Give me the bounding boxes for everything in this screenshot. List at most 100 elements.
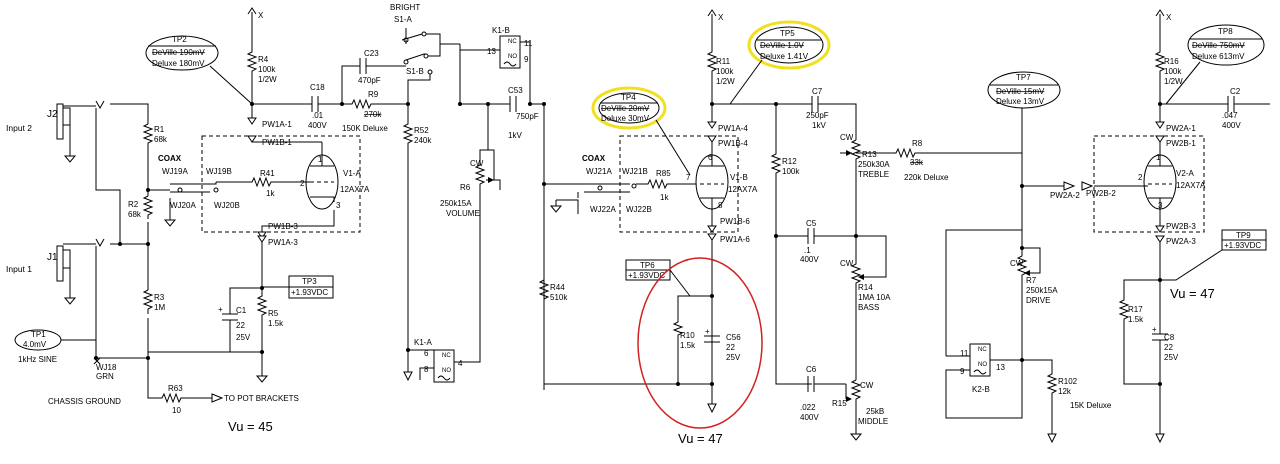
r63-name: R63 <box>168 384 183 393</box>
r14-cw: CW <box>840 259 854 268</box>
resistor-r85 <box>636 178 696 190</box>
r5-name: R5 <box>268 309 279 318</box>
c5-value: .1 <box>804 246 811 255</box>
volume-pot-r6[interactable]: CW <box>460 103 495 356</box>
c56-volt: 25V <box>726 353 741 362</box>
c2-value: .047 <box>1222 111 1238 120</box>
c1-value: 22 <box>236 321 245 330</box>
r11-value: 100k <box>716 67 734 76</box>
c18-value: .01 <box>312 111 324 120</box>
c6-name: C6 <box>806 365 817 374</box>
chassis-ground-label: CHASSIS GROUND <box>48 397 121 406</box>
svg-text:2: 2 <box>1138 173 1143 182</box>
c6-value: .022 <box>800 403 816 412</box>
r85-value: 1k <box>660 193 669 202</box>
tp4-ellipse <box>598 92 660 124</box>
bass-pot-r14[interactable]: CW <box>840 236 887 380</box>
j2-label: J2 <box>47 109 58 120</box>
c18-volt: 400V <box>308 121 327 130</box>
r3-name: R3 <box>154 293 165 302</box>
resistor-r8 <box>856 147 1023 186</box>
tp2-name: TP2 <box>172 35 187 44</box>
k1b-label: K1-B <box>492 26 510 35</box>
wj21b-label: WJ21B <box>622 167 648 176</box>
capacitor-c53 <box>509 96 517 112</box>
r12-name: R12 <box>782 157 797 166</box>
tp4-highlight <box>591 86 667 130</box>
k1a-no: NO <box>442 368 451 374</box>
input-section: J2 Input 2 J1 Input 1 <box>6 100 299 434</box>
r10-value: 1.5k <box>680 341 696 350</box>
pin-pw2a3: PW2A-3 <box>1166 237 1196 246</box>
resistor-r3 <box>142 289 154 314</box>
s1b-label: S1-B <box>406 67 424 76</box>
resistor-r12 <box>770 104 812 385</box>
k2b-label: K2-B <box>972 385 990 394</box>
r4-name: R4 <box>258 55 269 64</box>
svg-text:6: 6 <box>424 349 429 358</box>
k1a-label: K1-A <box>414 338 432 347</box>
tp5-highlight <box>747 20 831 70</box>
pin-pw1a6: PW1A-6 <box>720 235 750 244</box>
r6-cw: CW <box>470 159 484 168</box>
c8-value: 22 <box>1164 343 1173 352</box>
r7-cw: CW <box>1010 259 1024 268</box>
svg-text:3: 3 <box>336 201 341 210</box>
svg-text:4: 4 <box>458 359 463 368</box>
svg-text:2: 2 <box>300 179 305 188</box>
c8-name: C8 <box>1164 333 1175 342</box>
svg-text:13: 13 <box>487 47 496 56</box>
jack-j2[interactable]: J2 Input 2 <box>6 100 105 163</box>
pin-pw1b4: PW1B-4 <box>718 139 748 148</box>
r13-cw: CW <box>840 133 854 142</box>
r6-value: 250k15A <box>440 199 472 208</box>
r16-name: R16 <box>1164 57 1179 66</box>
r14-func: BASS <box>858 303 879 312</box>
c7-value: 250pF <box>806 111 829 120</box>
svg-text:8: 8 <box>718 201 723 210</box>
tp7-deville: DeVille 15mV <box>996 87 1045 96</box>
r17-value: 1.5k <box>1128 315 1144 324</box>
r16-value: 100k <box>1164 67 1182 76</box>
vu-label-second: Vu = 47 <box>678 431 723 446</box>
relay-k1b: K1-B NC NO 150K Deluxe 13 11 9 <box>460 26 533 104</box>
supply-x-v2a: X <box>1166 13 1172 22</box>
tp9-value: +1.93VDC <box>1224 241 1261 250</box>
bright-switch[interactable] <box>396 28 433 75</box>
c23-name: C23 <box>364 49 379 58</box>
r1-value: 68k <box>154 135 168 144</box>
tp5-name: TP5 <box>780 29 795 38</box>
resistor-r63 <box>147 358 212 404</box>
r15-cw: CW <box>860 381 874 390</box>
input2-label: Input 2 <box>6 123 32 133</box>
k2b-nc: NC <box>978 347 987 353</box>
pin-pw1a3: PW1A-3 <box>268 238 298 247</box>
tp2-deluxe: Deluxe 180mV <box>152 59 205 68</box>
treble-pot-r13[interactable]: CW <box>840 133 862 236</box>
middle-pot-r15[interactable]: CW <box>845 379 874 441</box>
v2a-shield-box <box>1093 135 1205 233</box>
stage-v1b: C53 750pF 1kV R44 510k COAX WJ21A WJ21B … <box>458 9 831 446</box>
jack-j1[interactable]: J1 Input 1 <box>6 238 105 305</box>
vu-label-third: Vu = 47 <box>1170 286 1215 301</box>
r63-note: TO POT BRACKETS <box>224 394 299 403</box>
pin-pw1a4: PW1A-4 <box>718 124 748 133</box>
relay-k1a: K1-A NC NO 6 8 4 <box>406 338 481 383</box>
r102-name: R102 <box>1058 377 1078 386</box>
pin-pw2a2: PW2A-2 <box>1050 191 1080 200</box>
pin-pw2b2: PW2B-2 <box>1086 189 1116 198</box>
drive-pot-r7[interactable]: CW <box>1010 230 1041 360</box>
c2-name: C2 <box>1230 87 1241 96</box>
svg-text:9: 9 <box>960 367 965 376</box>
capacitor-c6 <box>807 376 846 392</box>
tp7-deluxe: Deluxe 13mV <box>996 97 1045 106</box>
tp7-ellipse <box>987 71 1061 109</box>
v1a-type: 12AX7A <box>340 185 370 194</box>
tp4-deluxe: Deluxe 30mV <box>601 114 650 123</box>
r44-name: R44 <box>550 283 565 292</box>
supply-x-v1a: X <box>258 11 264 20</box>
resistor-r5 <box>256 242 268 370</box>
capacitor-c2 <box>1160 96 1270 112</box>
stage-v2a: PW2A-2 PW2B-2 TP7 DeVille 15mV Deluxe 13… <box>945 9 1270 444</box>
tp8-deluxe: Deluxe 613mV <box>1192 52 1245 61</box>
